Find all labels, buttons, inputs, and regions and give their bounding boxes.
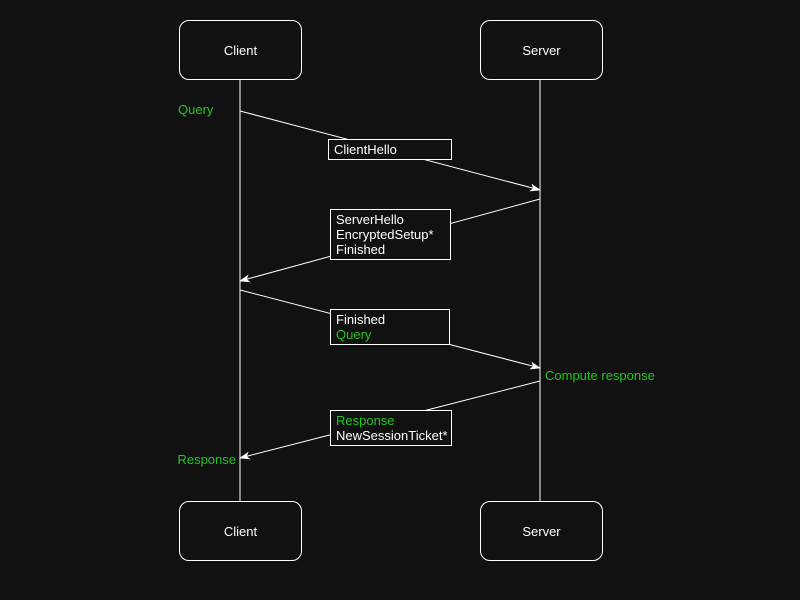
- annotation-compute-response: Compute response: [545, 368, 655, 383]
- message-line: Response: [336, 413, 395, 428]
- message-label-response-ticket: Response NewSessionTicket*: [330, 410, 452, 446]
- actor-box-client-bottom: Client: [179, 501, 302, 561]
- message-label-clienthello: ClientHello: [328, 139, 452, 160]
- actor-label-server-top: Server: [522, 42, 561, 58]
- actor-label-server-bottom: Server: [522, 523, 561, 539]
- message-line: EncryptedSetup*: [336, 227, 434, 242]
- actor-label-client-bottom: Client: [223, 523, 258, 539]
- actor-label-client-top: Client: [223, 42, 258, 58]
- message-line: Query: [336, 327, 372, 342]
- message-line: Finished: [336, 242, 386, 257]
- actor-box-server-bottom: Server: [480, 501, 603, 561]
- message-line: NewSessionTicket*: [336, 428, 448, 443]
- message-label-serverhello: ServerHello EncryptedSetup* Finished: [330, 209, 451, 260]
- annotation-query: Query: [178, 102, 214, 117]
- message-line: ServerHello: [336, 212, 404, 227]
- message-line: ClientHello: [334, 142, 397, 157]
- message-line: Finished: [336, 312, 386, 327]
- annotation-response: Response: [177, 452, 236, 467]
- message-label-finished-query: Finished Query: [330, 309, 450, 345]
- actor-box-server-top: Server: [480, 20, 603, 80]
- actor-box-client-top: Client: [179, 20, 302, 80]
